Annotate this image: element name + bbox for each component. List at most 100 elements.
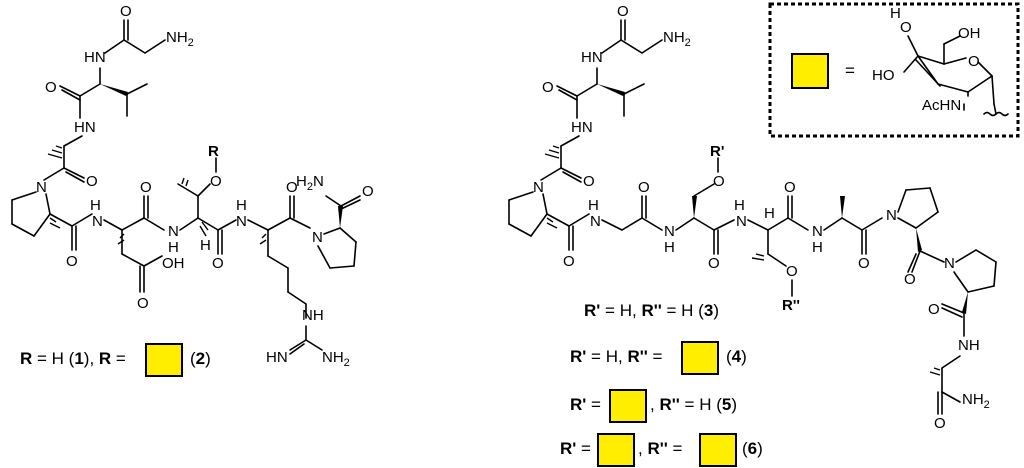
right-thr-r-double-prime: R''	[782, 297, 800, 314]
right-ala3-amide-nh2: NH2	[962, 391, 990, 411]
left-gly-hn: HN	[84, 49, 106, 66]
sugar-key-dotted-border	[768, 2, 1020, 138]
right-ala3-amide-o: O	[934, 415, 946, 432]
right-proline2-ring: N O	[886, 187, 945, 288]
right-gly2-h: H	[588, 197, 599, 214]
right-legend-line-6: R' =	[560, 439, 591, 458]
left-ala-carbonyl-o: O	[86, 173, 98, 190]
galnac-ring-o: O	[968, 53, 980, 70]
right-pro-n: N	[533, 179, 544, 196]
right-legend-line-6-mid: , R'' =	[638, 439, 683, 458]
sugar-key-box: = O H OH O HO AcHN	[768, 2, 1020, 138]
right-legend-line-6-square-b	[699, 433, 737, 467]
right-peptide-structure: NH2 O HN O HN O	[508, 3, 997, 432]
left-pro2-amide-o: O	[362, 183, 374, 200]
sugar-key-square	[791, 53, 829, 89]
right-legend-line-4: R' = H, R'' =	[570, 347, 663, 366]
right-pro-carbonyl-o: O	[563, 253, 575, 270]
right-pro2-n: N	[886, 207, 897, 224]
right-legend-line-5-square	[609, 389, 647, 423]
right-gly-hn: HN	[581, 49, 603, 66]
right-thr-h: H	[734, 197, 745, 214]
right-serine-residue: N H O R' O	[664, 143, 735, 272]
right-thr-ether-o: O	[786, 263, 798, 280]
left-asp-carbonyl-o: O	[140, 179, 152, 196]
right-ser-carbonyl-o: O	[708, 255, 720, 272]
left-thr-n: N	[168, 223, 179, 240]
left-legend-sugar-square	[145, 343, 183, 377]
right-ser-n: N	[664, 223, 675, 240]
left-thr-ether-o: O	[210, 173, 222, 190]
right-threonine-residue: H N H O O R''	[734, 179, 809, 314]
left-thr-nh: H	[168, 239, 179, 256]
left-peptide-structure: NH2 O HN O HN O	[11, 3, 374, 369]
left-glycine-residue: NH2 O HN	[84, 3, 194, 66]
left-asp-n: N	[92, 213, 103, 230]
right-val-nh: HN	[571, 119, 593, 136]
left-gly-nh2: NH2	[166, 29, 194, 49]
left-gly-carbonyl-o: O	[120, 3, 132, 20]
left-prolinamide-ring: N H2N O	[296, 173, 374, 269]
right-alanine-residue: O	[540, 135, 595, 190]
left-arg-guanidine-nh2: NH2	[322, 349, 350, 369]
left-val-nh: HN	[74, 119, 96, 136]
right-alaninamide-residue: NH NH2 O	[929, 337, 990, 432]
right-legend-line-3: R' = H, R'' = H (3)	[584, 301, 719, 320]
right-ala2-carbonyl-o: O	[858, 255, 870, 272]
right-pro2-carbonyl-o: O	[904, 271, 916, 288]
left-pro-carbonyl-o: O	[66, 253, 78, 270]
right-pro3-carbonyl-o: O	[928, 301, 940, 318]
right-legend-line-4-num: (4)	[726, 347, 747, 366]
left-alanine-residue: O	[43, 135, 98, 190]
left-pro2-amide-h2n: H2N	[296, 173, 324, 193]
right-ala2-h: H	[812, 239, 823, 256]
right-gly2-carbonyl-o: O	[638, 179, 650, 196]
right-pro3-n: N	[944, 255, 955, 272]
left-val-carbonyl-o: O	[45, 79, 57, 96]
right-gly-nh2: NH2	[663, 29, 691, 49]
right-proline3-ring: N O	[928, 249, 997, 337]
left-arg-side-nh: NH	[302, 307, 324, 324]
left-threonine-residue: N H H O R O	[168, 143, 237, 272]
right-glycine2-residue: H N O	[588, 179, 663, 231]
galnac-h-4: H	[890, 5, 901, 22]
left-arg-nh-h: H	[236, 197, 247, 214]
left-thr-r-group: R	[208, 143, 219, 160]
right-proline-ring: N O	[508, 179, 590, 270]
right-val-carbonyl-o: O	[542, 79, 554, 96]
left-arginine-residue: H N O NH HN NH2	[236, 179, 350, 369]
right-thr-n: N	[736, 213, 747, 230]
galnac-oh-6: OH	[958, 25, 981, 42]
left-proline-ring: N O	[11, 179, 93, 270]
left-legend-text-1: R = H (1), R =	[20, 349, 126, 368]
left-arg-guanidine-hn: HN	[266, 349, 288, 366]
left-asp-acid-oh: OH	[162, 255, 185, 272]
left-pro2-n: N	[312, 229, 323, 246]
galnac-acetamido: AcHN	[922, 97, 961, 114]
left-legend: R = H (1), R = (2)	[20, 343, 211, 377]
right-legend: R' = H, R'' = H (3) R' = H, R'' = (4) R'…	[560, 301, 763, 467]
left-arg-carbonyl-o: O	[286, 179, 298, 196]
right-ser-ether-o: O	[713, 173, 725, 190]
sugar-key-equals: =	[845, 61, 855, 80]
right-legend-line-6-square-a	[597, 433, 635, 467]
right-ala3-n: NH	[958, 337, 980, 354]
right-ser-r-prime: R'	[710, 143, 724, 160]
left-asp-acid-o: O	[137, 295, 149, 312]
right-glycine-residue: NH2 O HN	[581, 3, 691, 66]
galnac-ho-4: O	[900, 19, 912, 36]
left-valine-residue: O HN	[45, 67, 148, 136]
right-ala-carbonyl-o: O	[583, 173, 595, 190]
right-ser-h: H	[664, 239, 675, 256]
left-thr-carbonyl-o: O	[212, 255, 224, 272]
left-asp-nh: H	[90, 197, 101, 214]
galnac-ho-3: HO	[872, 67, 895, 84]
left-arg-n: N	[236, 213, 247, 230]
right-alanine2-residue: N H O	[812, 196, 883, 272]
right-legend-line-5: R' =	[570, 395, 601, 414]
left-legend-text-2: (2)	[190, 349, 211, 368]
right-thr-carbonyl-o: O	[784, 179, 796, 196]
right-legend-line-5-rest: , R'' = H (5)	[650, 395, 737, 414]
right-thr-alpha-h: H	[764, 205, 775, 222]
